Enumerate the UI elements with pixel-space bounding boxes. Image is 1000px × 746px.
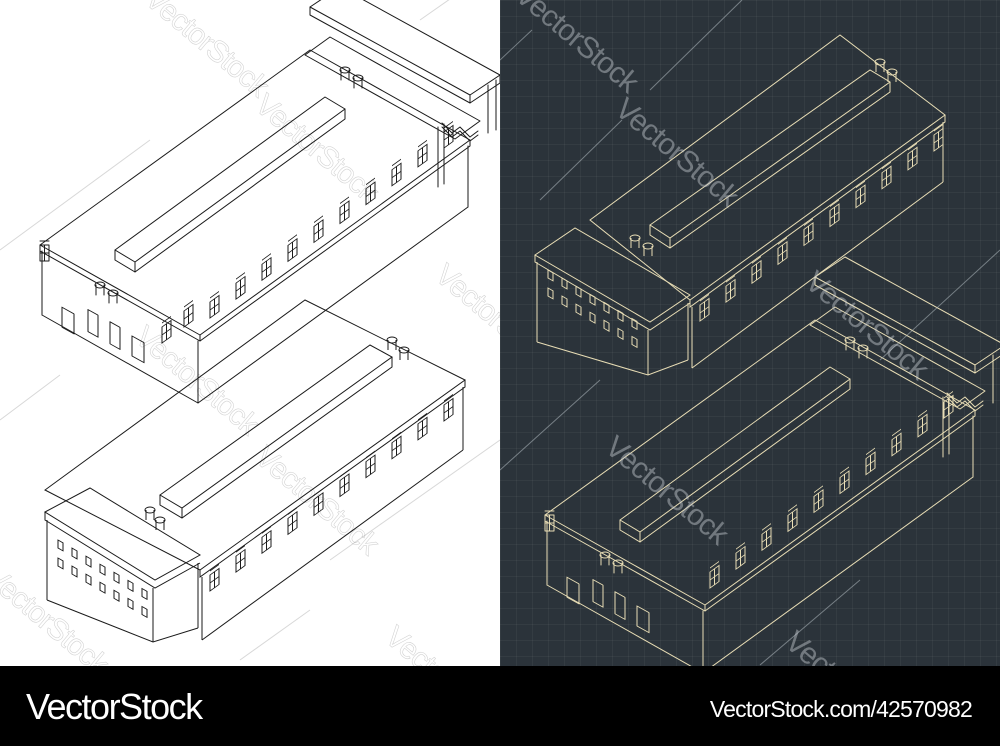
building-bottom-dark [544,256,1000,666]
dark-drawings [500,0,1000,666]
brand-logo[interactable]: VectorStock [26,686,203,727]
building-bottom-light [43,299,466,643]
light-drawings [0,0,500,661]
image-reference[interactable]: VectorStock.com/42570982 [709,696,973,722]
light-blueprint-panel: VectorStock VectorStock VectorStock Vect… [0,0,500,666]
building-top-dark [534,34,946,376]
building-top-light [39,0,500,404]
dark-blueprint-panel: VectorStock VectorStock VectorStock Vect… [500,0,1000,666]
guide-lines [500,0,1000,666]
footer-bar: VectorStock VectorStock.com/42570982 [0,666,1000,746]
guide-lines [0,0,500,661]
